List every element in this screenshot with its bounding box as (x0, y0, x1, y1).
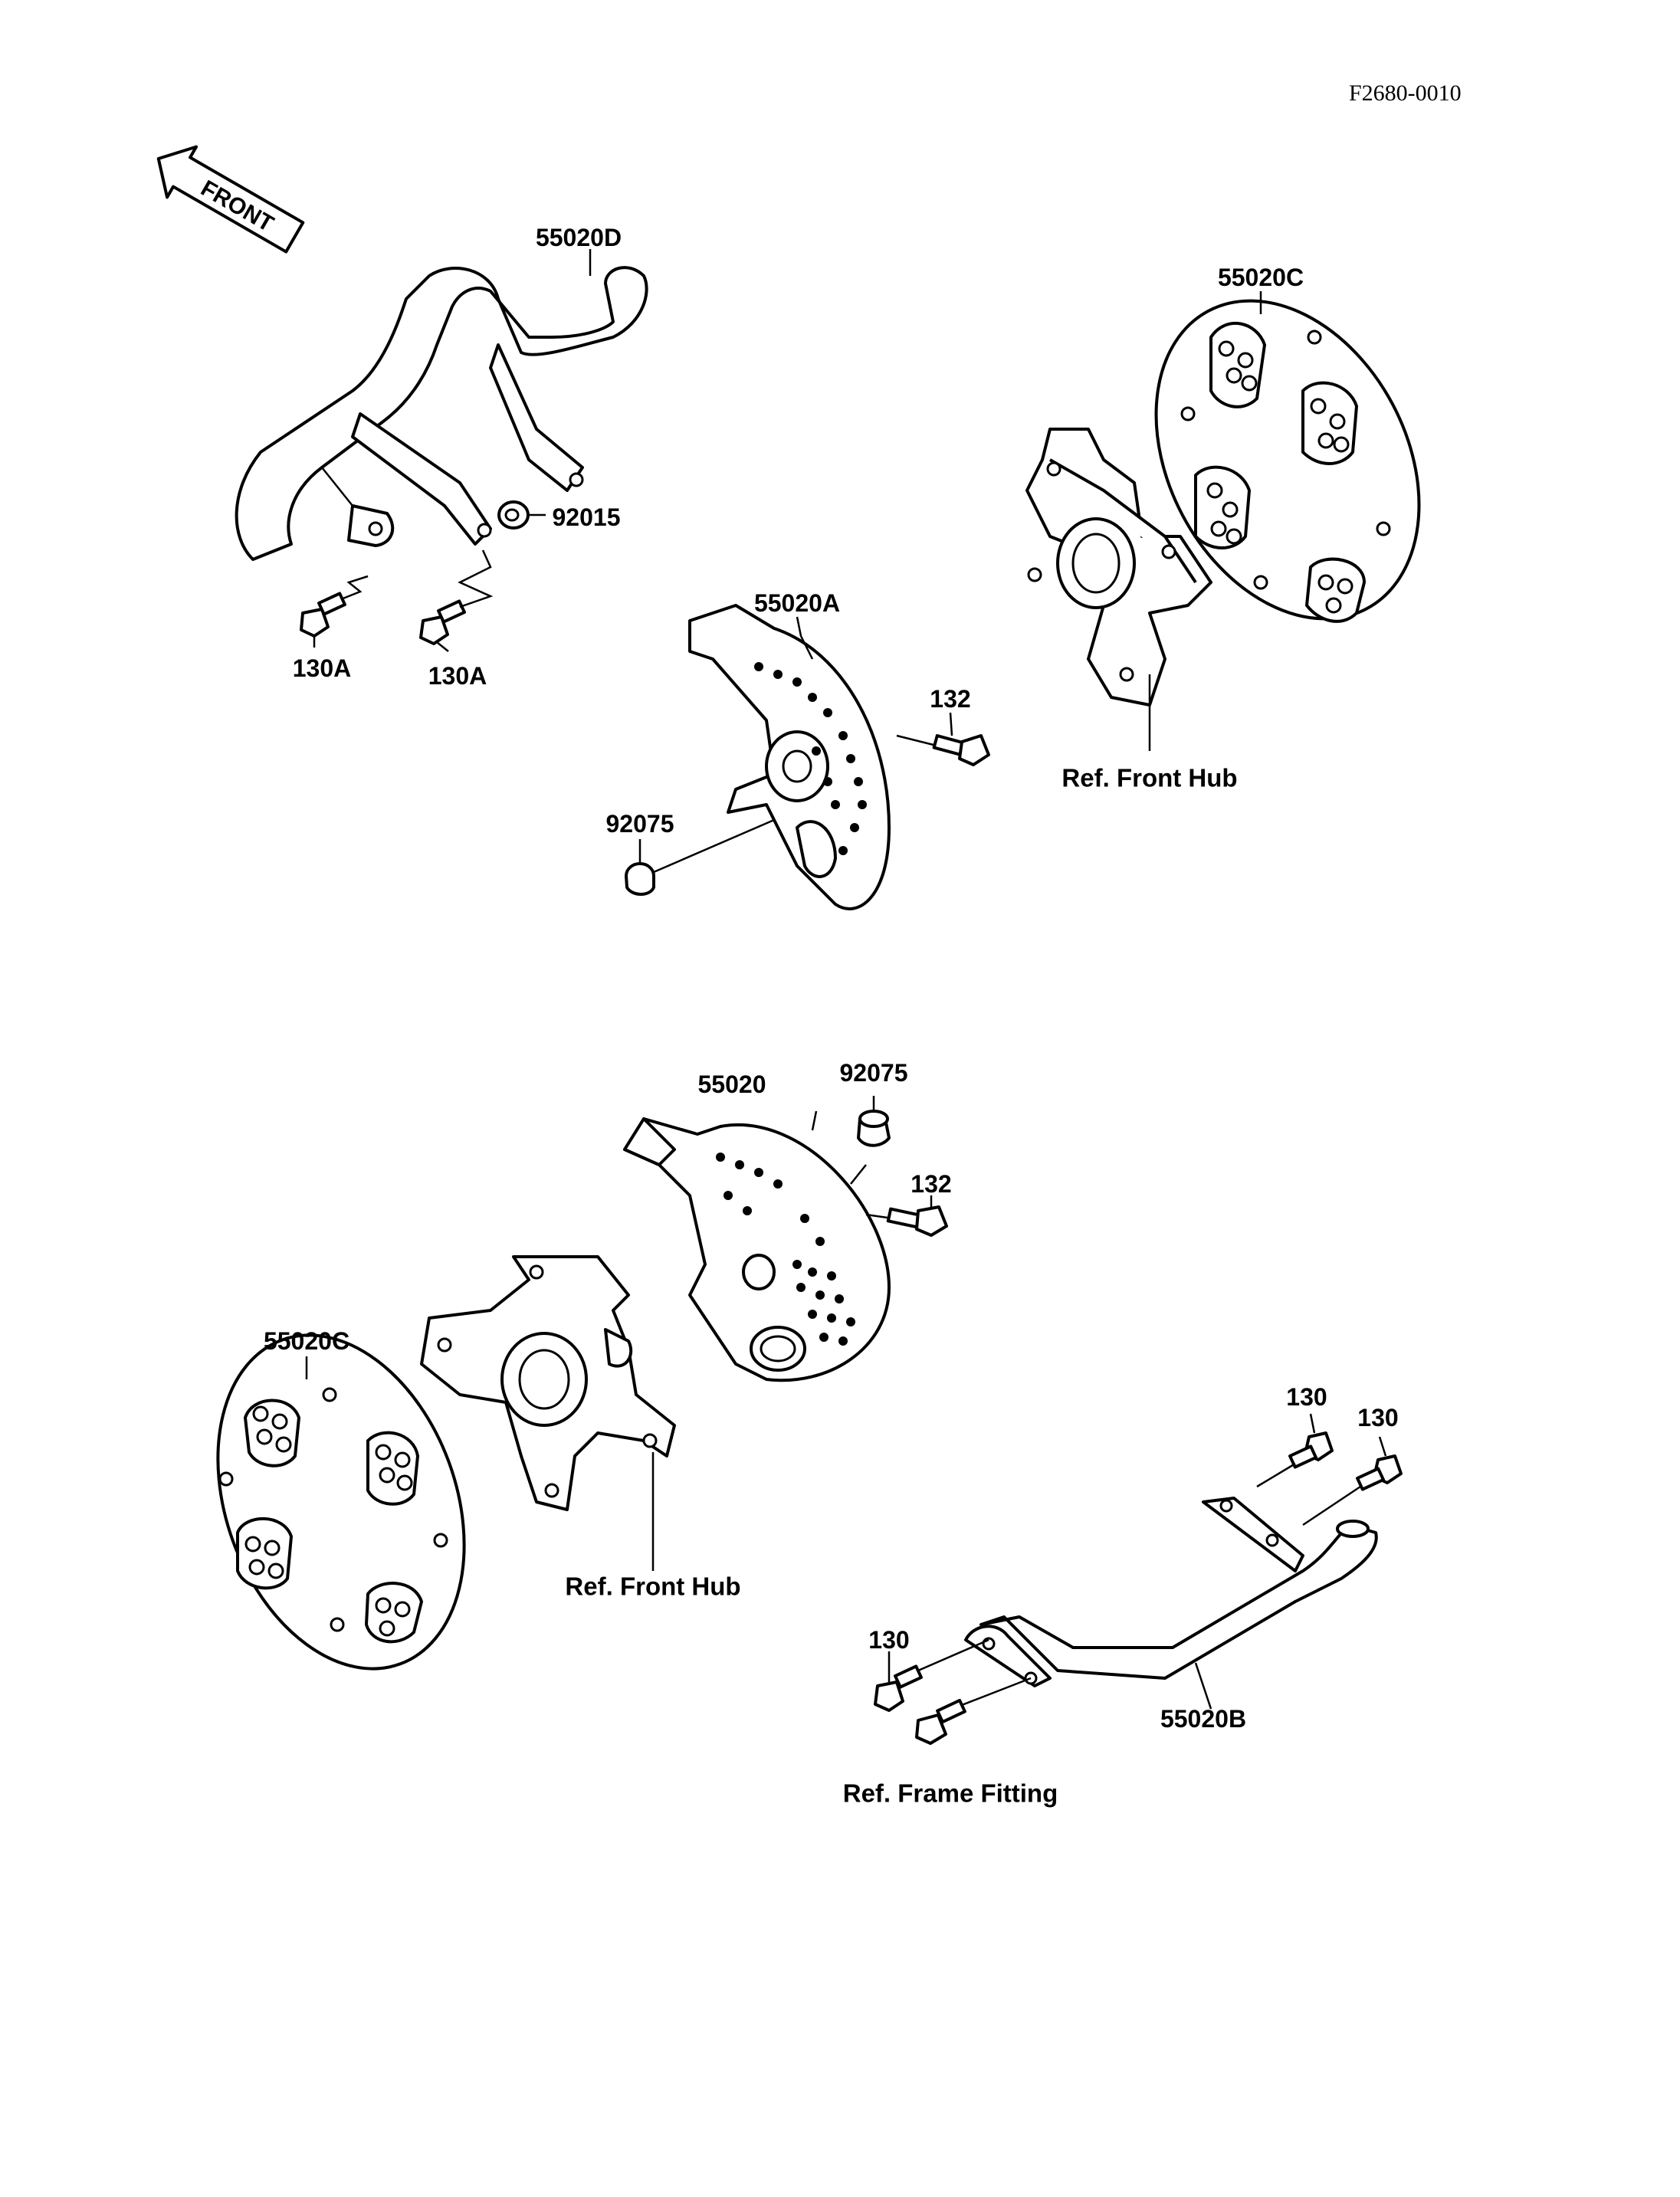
disc-guard-55020A (688, 604, 891, 910)
front-bumper-55020D (235, 266, 648, 561)
label-92015: 92015 (552, 503, 621, 531)
leader-lines (305, 249, 1387, 1710)
label-55020C-top: 55020C (1217, 264, 1304, 291)
bolt-frame-fitting (915, 1677, 1032, 1745)
bolt-130-b (1302, 1454, 1403, 1526)
label-55020: 55020 (697, 1071, 766, 1098)
label-130-b: 130 (1357, 1404, 1399, 1431)
label-130-c: 130 (868, 1626, 910, 1654)
label-55020C-bottom: 55020C (263, 1327, 350, 1355)
label-ref-front-hub-top: Ref. Front Hub (1061, 763, 1238, 792)
label-132-top: 132 (930, 685, 971, 713)
label-130-a: 130 (1286, 1383, 1327, 1411)
cap-92075-top (625, 818, 775, 896)
bolt-132-bottom (865, 1205, 948, 1237)
diagram-code: F2680-0010 (1349, 80, 1462, 106)
label-ref-frame-fitting: Ref. Frame Fitting (842, 1779, 1058, 1808)
disc-guard-55020 (623, 1110, 891, 1382)
brake-disc-55020C-bottom (216, 1333, 466, 1671)
label-ref-front-hub-bottom: Ref. Front Hub (565, 1572, 741, 1601)
bolt-130-c (874, 1638, 989, 1712)
bolt-132-top (896, 734, 990, 766)
front-hub-top (1025, 428, 1212, 751)
cap-92075-bottom (857, 1110, 891, 1147)
label-55020A: 55020A (753, 589, 841, 617)
brake-disc-55020C-top (1154, 299, 1421, 623)
label-132-bottom: 132 (911, 1170, 952, 1198)
label-55020B: 55020B (1160, 1705, 1247, 1733)
label-130A-right: 130A (428, 662, 487, 690)
label-55020D: 55020D (535, 224, 622, 251)
label-92075-top: 92075 (605, 810, 674, 838)
bolt-130A-right (419, 549, 494, 645)
front-hub-bottom (420, 1255, 676, 1571)
nut-92015 (497, 500, 546, 530)
front-arrow-icon: FRONT (156, 145, 305, 254)
rear-bar-55020B (964, 1497, 1378, 1687)
label-92075-bottom: 92075 (839, 1059, 908, 1087)
bolt-130-a (1256, 1431, 1334, 1488)
bolt-130A-left (300, 575, 369, 638)
label-130A-left: 130A (292, 654, 352, 682)
